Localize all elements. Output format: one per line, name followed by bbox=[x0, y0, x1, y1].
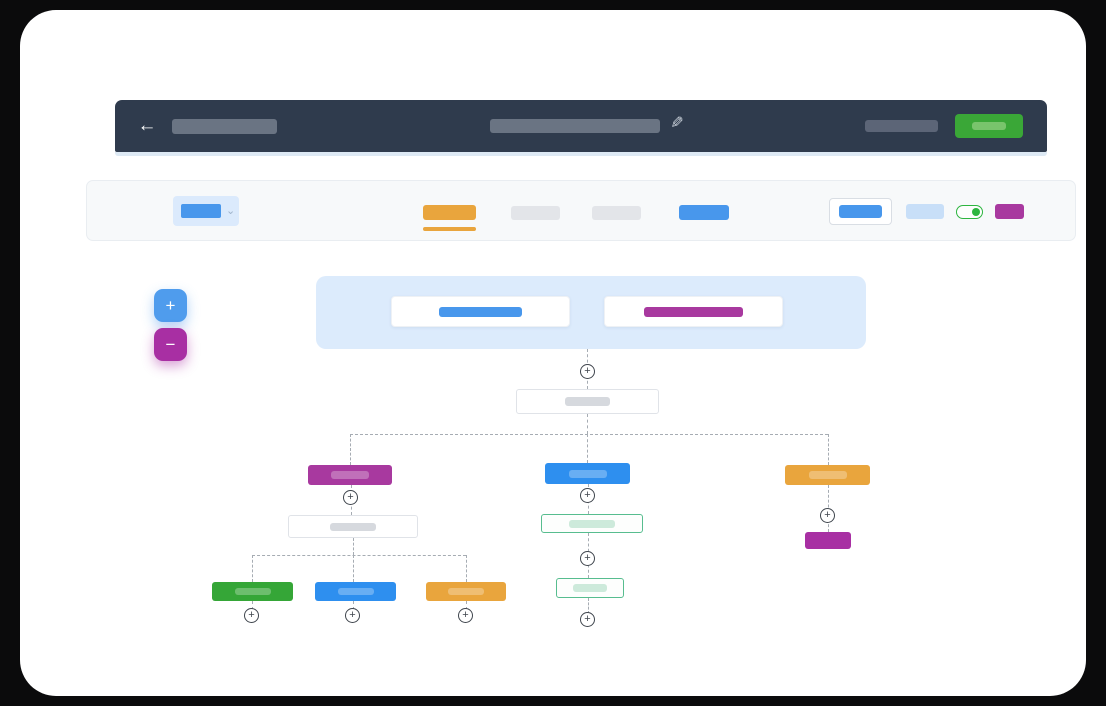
back-icon[interactable]: ← bbox=[137, 115, 157, 136]
title-placeholder bbox=[172, 119, 277, 134]
node-label-placeholder bbox=[337, 588, 374, 595]
chevron-down-icon: ⌄ bbox=[226, 205, 236, 217]
flow-node-root[interactable] bbox=[516, 389, 659, 414]
meta-placeholder bbox=[865, 120, 938, 132]
add-node-button[interactable]: + bbox=[244, 608, 259, 623]
toolbar: ⌄ bbox=[86, 180, 1076, 241]
connector-line bbox=[466, 601, 467, 610]
node-label-placeholder bbox=[330, 522, 376, 531]
node-label-placeholder bbox=[565, 397, 610, 406]
toolbar-link-placeholder[interactable] bbox=[906, 204, 944, 219]
card-label-placeholder bbox=[439, 306, 522, 317]
node-label-placeholder bbox=[331, 471, 369, 479]
button-label-placeholder bbox=[839, 205, 882, 218]
add-node-button[interactable]: + bbox=[343, 490, 358, 505]
flow-node-center-step-1[interactable] bbox=[541, 514, 643, 533]
info-banner bbox=[316, 276, 866, 349]
add-node-button[interactable]: + bbox=[580, 488, 595, 503]
connector-line bbox=[588, 598, 589, 614]
button-label-placeholder bbox=[972, 122, 1006, 130]
flow-node-center-step-2[interactable] bbox=[556, 578, 624, 598]
flow-node-left-condition[interactable] bbox=[288, 515, 418, 538]
flow-node-left-child-2[interactable] bbox=[315, 582, 396, 601]
flow-name-placeholder bbox=[490, 119, 660, 133]
connector-line bbox=[252, 601, 253, 610]
flow-node-left-child-1[interactable] bbox=[212, 582, 293, 601]
tab-active[interactable] bbox=[423, 205, 476, 220]
add-node-button[interactable]: + bbox=[580, 612, 595, 627]
card-label-placeholder bbox=[644, 306, 743, 317]
connector-line bbox=[828, 434, 829, 465]
tab-active-underline bbox=[423, 227, 476, 231]
zoom-out-button[interactable]: − bbox=[154, 328, 187, 361]
connector-line bbox=[252, 555, 466, 556]
banner-card-purple[interactable] bbox=[604, 296, 783, 327]
add-node-button[interactable]: + bbox=[580, 364, 595, 379]
connector-line bbox=[353, 601, 354, 610]
toggle-switch[interactable] bbox=[956, 205, 983, 219]
tab-4[interactable] bbox=[679, 205, 729, 220]
flow-node-left-child-3[interactable] bbox=[426, 582, 506, 601]
flow-node-branch-right[interactable] bbox=[785, 465, 870, 485]
connector-line bbox=[350, 434, 828, 435]
connector-line bbox=[587, 414, 588, 434]
connector-line bbox=[252, 555, 253, 582]
add-node-button[interactable]: + bbox=[820, 508, 835, 523]
connector-line bbox=[350, 434, 351, 465]
header-bottom-strip bbox=[115, 152, 1047, 156]
node-label-placeholder bbox=[573, 584, 607, 592]
node-label-placeholder bbox=[568, 469, 607, 478]
connector-line bbox=[353, 555, 354, 582]
toggle-knob bbox=[972, 207, 980, 216]
connector-line bbox=[353, 538, 354, 555]
secondary-action-button[interactable] bbox=[829, 198, 892, 225]
add-node-button[interactable]: + bbox=[345, 608, 360, 623]
purple-chip[interactable] bbox=[995, 204, 1024, 219]
add-node-button[interactable]: + bbox=[458, 608, 473, 623]
top-app-bar: ← ✎ bbox=[115, 100, 1047, 152]
banner-card-blue[interactable] bbox=[391, 296, 570, 327]
tab-2[interactable] bbox=[511, 206, 560, 220]
primary-action-button[interactable] bbox=[955, 114, 1023, 138]
node-label-placeholder bbox=[234, 588, 271, 595]
app-window: ← ✎ ⌄ bbox=[20, 10, 1086, 696]
edit-pencil-icon[interactable]: ✎ bbox=[670, 115, 684, 132]
node-label-placeholder bbox=[808, 471, 847, 479]
tab-3[interactable] bbox=[592, 206, 641, 220]
node-label-placeholder bbox=[569, 519, 615, 528]
view-dropdown[interactable]: ⌄ bbox=[173, 196, 239, 226]
dropdown-value-placeholder bbox=[181, 204, 221, 218]
flow-node-branch-left[interactable] bbox=[308, 465, 392, 485]
connector-line bbox=[587, 434, 588, 463]
zoom-in-button[interactable]: + bbox=[154, 289, 187, 322]
flow-node-right-child[interactable] bbox=[805, 532, 851, 549]
connector-line bbox=[466, 555, 467, 582]
flow-node-branch-center[interactable] bbox=[545, 463, 630, 484]
add-node-button[interactable]: + bbox=[580, 551, 595, 566]
node-label-placeholder bbox=[448, 588, 484, 595]
